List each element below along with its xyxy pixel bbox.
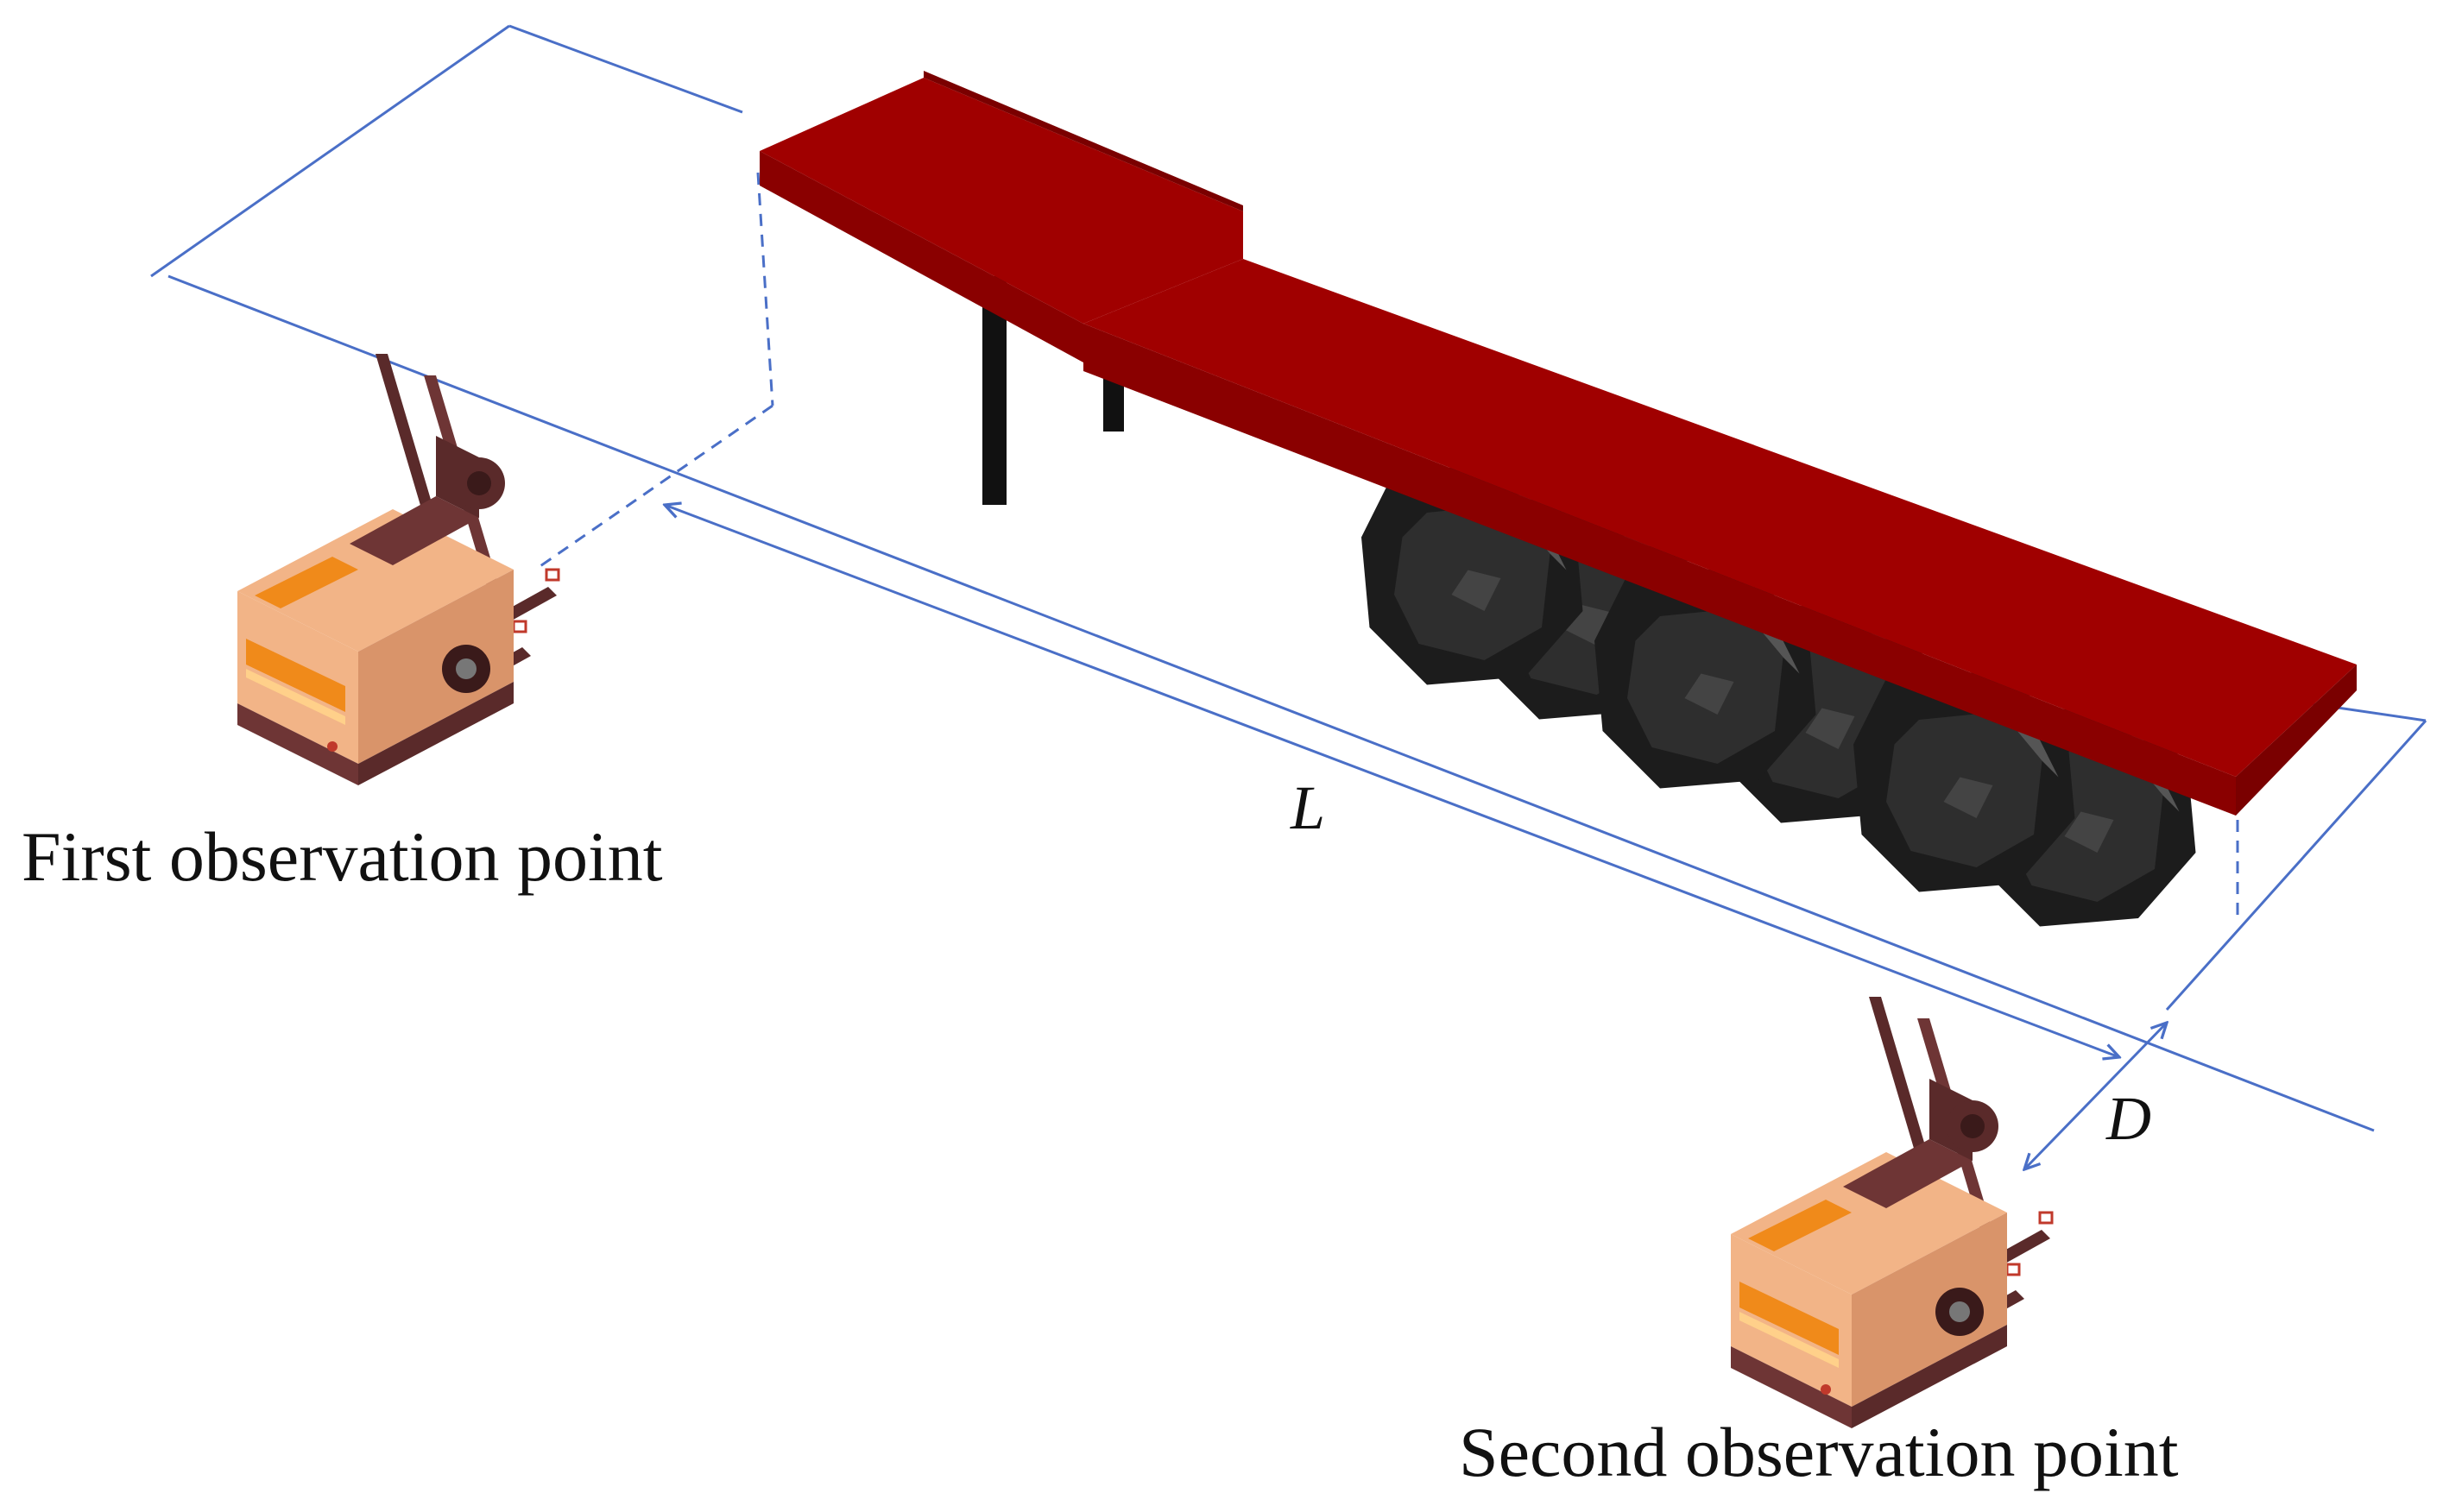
forklift-icon xyxy=(1729,995,2054,1430)
flatbed-trailer-icon xyxy=(760,71,2357,927)
length-label: L xyxy=(1290,773,1325,842)
projection-lines xyxy=(534,172,2239,923)
length-arrow xyxy=(665,505,2119,1057)
second-observation-label: Second observation point xyxy=(1459,1413,2179,1491)
first-observation-label: First observation point xyxy=(22,817,663,896)
distance-arrow xyxy=(2024,1023,2167,1169)
forklift-icon xyxy=(236,352,560,787)
distance-label: D xyxy=(2105,1084,2151,1153)
dimension-lines xyxy=(665,505,2167,1169)
trailer-deck-front xyxy=(760,78,1243,324)
